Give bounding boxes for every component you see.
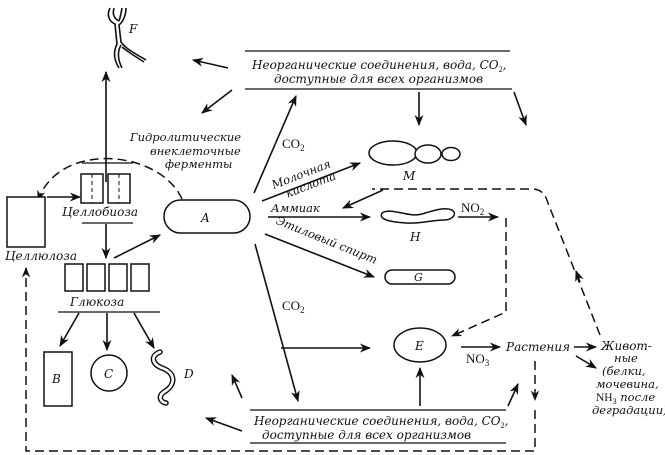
organism-h-label: H bbox=[409, 230, 421, 244]
organism-b bbox=[43, 351, 73, 407]
organism-f-hyphae: F bbox=[107, 7, 147, 69]
svg-text:(белки,: (белки, bbox=[602, 364, 646, 378]
glucose-label: Глюкоза bbox=[69, 295, 124, 309]
organism-h bbox=[380, 208, 456, 224]
co2-top-label: CO2 bbox=[282, 136, 305, 153]
arrow-a-ethanol-to-g bbox=[264, 233, 376, 278]
bottom-pool-line2: доступные для всех организмов bbox=[262, 428, 471, 442]
organism-m-yeast bbox=[368, 140, 461, 166]
bottom-pool-line1: Неорганические соединения, вода, CO2, bbox=[253, 414, 508, 430]
arrow-top-pool-to-f bbox=[191, 57, 229, 69]
svg-text:ные: ные bbox=[614, 351, 638, 365]
cellulose-block bbox=[6, 196, 46, 248]
bottom-inorganic-pool: Неорганические соединения, вода, CO2, до… bbox=[250, 409, 508, 444]
organism-f-label: F bbox=[128, 22, 138, 36]
enzymes-label: Гидролитические внеклеточные ферменты bbox=[129, 130, 241, 171]
organism-c-label: C bbox=[104, 367, 113, 381]
ammonia-label: Аммиак bbox=[270, 201, 320, 215]
organism-d-spirillum bbox=[150, 349, 176, 406]
dashed-no2-to-e bbox=[451, 218, 507, 337]
plants-label: Растения bbox=[505, 340, 570, 354]
co2-bottom-label: CO2 bbox=[282, 298, 305, 315]
arrow-bottom-pool-to-plants bbox=[507, 382, 519, 407]
organism-e-label: E bbox=[414, 339, 424, 353]
arrow-glucose-to-d bbox=[133, 312, 155, 349]
organism-b-label: B bbox=[51, 372, 61, 386]
svg-text:NH3 после: NH3 после bbox=[596, 390, 655, 406]
no2-label: NO2 bbox=[461, 200, 484, 217]
cellobiose-label: Целлобиоза bbox=[62, 205, 138, 219]
organism-g-label: G bbox=[414, 271, 423, 284]
organism-g bbox=[384, 269, 456, 285]
arrow-plants-to-animal-products bbox=[575, 355, 597, 369]
svg-text:внеклеточные: внеклеточные bbox=[150, 144, 241, 158]
top-pool-line2: доступные для всех организмов bbox=[274, 72, 483, 86]
animals-label: Живот- ные (белки, мочевина, NH3 после д… bbox=[592, 339, 665, 417]
glucose-blocks bbox=[64, 263, 150, 292]
svg-text:Живот-: Живот- bbox=[600, 339, 652, 353]
dashed-animals-return bbox=[372, 188, 601, 336]
arrow-glucose-to-a bbox=[113, 234, 162, 259]
arrow-glucose-to-b bbox=[59, 312, 80, 347]
arrow-a-co2-to-top-pool bbox=[253, 94, 297, 194]
arrow-return-to-ammonia bbox=[341, 189, 384, 209]
dashed-enzyme-arc bbox=[37, 157, 183, 201]
lactic-acid-label: Молочная кислота bbox=[269, 157, 338, 201]
top-inorganic-pool: Неорганические соединения, вода, CO2, до… bbox=[245, 50, 512, 90]
arrow-top-pool-right-down bbox=[513, 91, 527, 127]
organism-m-label: M bbox=[402, 169, 416, 183]
svg-text:ферменты: ферменты bbox=[165, 157, 232, 171]
cellobiose-blocks bbox=[80, 173, 131, 204]
arrow-a-co2-to-bottom-pool bbox=[254, 243, 300, 403]
no3-label: NO3 bbox=[466, 351, 490, 368]
dashed-return-loop-to-cellulose bbox=[21, 266, 536, 452]
organism-c bbox=[90, 354, 128, 392]
arrow-bottom-pool-to-left bbox=[204, 417, 243, 432]
arrow-bottom-pool-up-left bbox=[231, 373, 243, 399]
arrow-a-lactic-acid-to-m bbox=[261, 162, 362, 202]
svg-text:деградации): деградации) bbox=[592, 403, 665, 417]
dashed-animals-return-arrowhead bbox=[575, 269, 584, 283]
organism-a-label: A bbox=[200, 211, 210, 225]
top-pool-line1: Неорганические соединения, вода, CO2, bbox=[251, 58, 506, 74]
organism-d-label: D bbox=[183, 367, 194, 381]
organism-a bbox=[163, 199, 251, 234]
organism-e bbox=[393, 327, 447, 363]
svg-text:мочевина,: мочевина, bbox=[596, 377, 659, 391]
svg-text:Гидролитические: Гидролитические bbox=[129, 130, 241, 144]
cellulose-label: Целлюлоза bbox=[5, 249, 77, 263]
arrow-top-pool-left-down bbox=[201, 89, 233, 114]
